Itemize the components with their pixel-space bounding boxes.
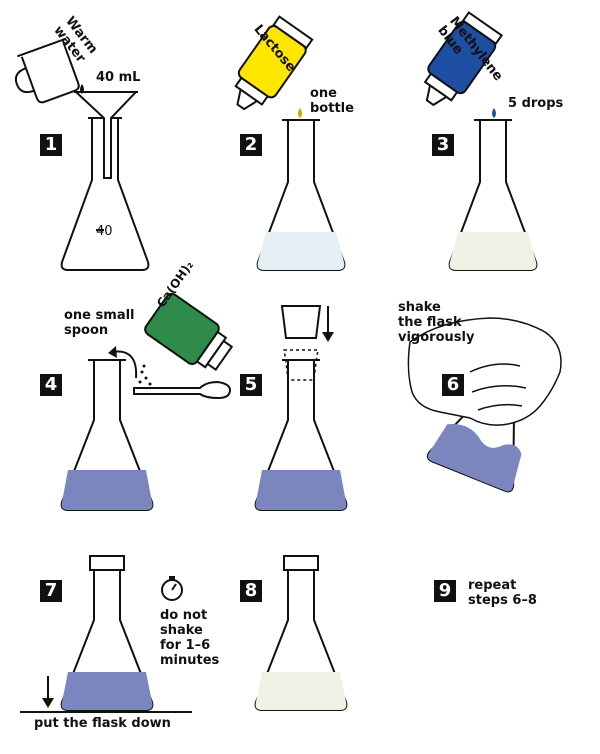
step-7-caption: put the flask down xyxy=(34,716,171,731)
step-4-illustration xyxy=(60,292,234,511)
step-3-number: 3 xyxy=(432,134,454,156)
stopper-icon xyxy=(280,305,322,339)
step-9-instruction-label: repeat steps 6–8 xyxy=(468,578,537,608)
step-4-number: 4 xyxy=(40,374,62,396)
step-7-instruction-label: do not shake for 1–6 minutes xyxy=(160,608,220,668)
down-arrow-icon xyxy=(322,332,334,342)
step-9-number: 9 xyxy=(434,580,456,602)
spoon-icon xyxy=(133,380,232,400)
flask-40-mark-label: 40 xyxy=(96,224,113,239)
step-6-illustration xyxy=(407,317,562,493)
step-4-amount-label: one small spoon xyxy=(64,308,135,338)
hand-icon xyxy=(407,317,562,426)
beaker-icon xyxy=(14,37,80,104)
step-3-illustration xyxy=(423,11,538,271)
down-arrow-icon xyxy=(42,698,54,708)
step-2-amount-label: one bottle xyxy=(310,86,354,116)
step-6-number: 6 xyxy=(442,374,464,396)
stopwatch-icon xyxy=(161,576,183,601)
drop-icon xyxy=(80,84,84,94)
step-5-illustration xyxy=(254,305,348,511)
dropper-bottle-icon xyxy=(423,11,504,107)
step-8-illustration xyxy=(254,555,348,711)
step-3-amount-label: 5 drops xyxy=(508,96,564,111)
erlenmeyer-flask-icon xyxy=(60,118,150,271)
step-1-illustration xyxy=(14,37,150,271)
drop-icon xyxy=(492,108,496,118)
step-6-instruction-label: shake the flask vigorously xyxy=(398,300,475,345)
step-5-number: 5 xyxy=(240,374,262,396)
funnel-icon xyxy=(73,91,139,179)
step-1-number: 1 xyxy=(40,134,62,156)
step-1-volume-label: 40 mL xyxy=(96,70,141,85)
drop-icon xyxy=(298,108,302,118)
stopper-icon xyxy=(283,555,319,571)
step-8-number: 8 xyxy=(240,580,262,602)
step-2-illustration xyxy=(234,15,346,271)
step-7-number: 7 xyxy=(40,580,62,602)
dropper-bottle-icon xyxy=(234,15,314,111)
dropper-bottle-icon xyxy=(144,292,234,372)
step-7-illustration xyxy=(20,555,192,713)
stopper-icon xyxy=(89,555,125,571)
step-2-number: 2 xyxy=(240,134,262,156)
